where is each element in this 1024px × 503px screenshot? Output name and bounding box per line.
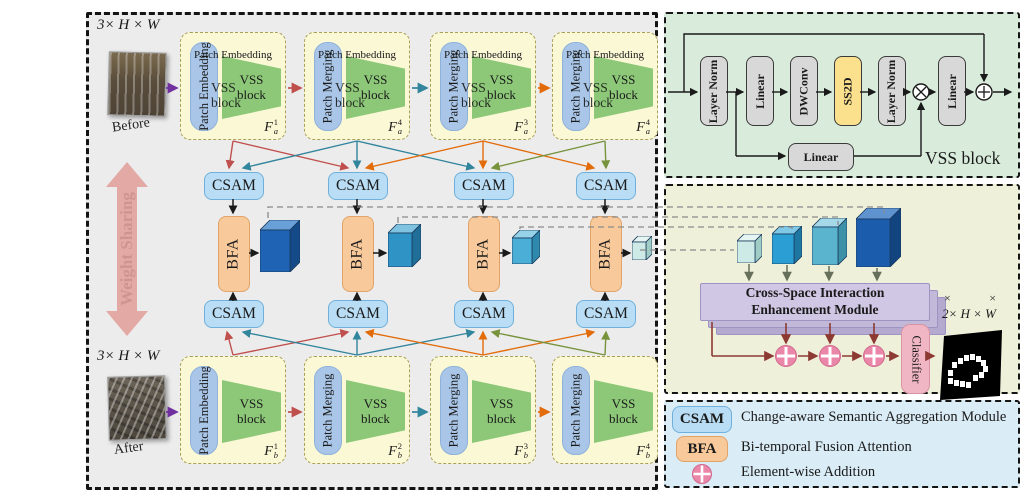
- input-size-label-top: 3× H × W: [97, 17, 160, 33]
- before-image: [107, 51, 167, 117]
- patch-embedding-overlay-label: Patch Embedding: [318, 49, 396, 61]
- fused-feature-slab-3: [511, 229, 541, 269]
- vss-trapezoid: [346, 56, 405, 119]
- legend-csam-label: Change-aware Semantic Aggregation Module: [741, 409, 1007, 425]
- csam-bottom-3: CSAM: [454, 300, 514, 328]
- csam-bottom-4: CSAM: [576, 300, 636, 328]
- legend-csam-chip: CSAM: [672, 406, 732, 433]
- patch-embedding-box: Patch Embedding: [190, 366, 218, 455]
- bfa-1: BFA: [218, 216, 250, 292]
- output-size-label: 2× H × W: [941, 306, 996, 321]
- decoder-input-slab-2: [771, 225, 803, 269]
- vss-panel-title: VSS block: [925, 148, 1001, 168]
- patch-merging-box: Patch Merging: [440, 366, 468, 455]
- patch-embedding-box: Patch Embedding: [190, 42, 218, 131]
- classifier-box: Classifier: [901, 324, 930, 394]
- patch-embedding-overlay-label: Patch Embedding: [194, 49, 272, 61]
- after-image: [107, 375, 167, 441]
- bfa-3: BFA: [468, 216, 500, 292]
- legend-bfa-label: Bi-temporal Fusion Attention: [741, 439, 912, 455]
- decoder-input-slab-1: [736, 233, 763, 268]
- linear-box-1: Linear: [746, 56, 774, 126]
- output-size-overlay: ××: [944, 291, 996, 305]
- weight-sharing-label: Weight Sharing: [117, 192, 136, 306]
- csiem-module: Cross-Space Interaction Enhancement Modu…: [700, 283, 930, 321]
- input-size-label-bottom: 3× H × W: [97, 348, 160, 364]
- decoder-input-slab-4: [855, 207, 902, 272]
- fused-feature-slab-1: [259, 219, 301, 277]
- bfa-2: BFA: [342, 216, 374, 292]
- ss2d-box: SS2D: [834, 56, 862, 126]
- csam-top-1: CSAM: [204, 172, 264, 200]
- patch-merging-box: Patch Merging: [562, 366, 590, 455]
- csam-top-4: CSAM: [576, 172, 636, 200]
- patch-embedding-overlay-label: Patch Embedding: [444, 49, 522, 61]
- change-map-image: [940, 330, 1002, 400]
- legend-bfa-chip: BFA: [676, 436, 728, 462]
- patch-embedding-overlay-label: Patch Embedding: [566, 49, 644, 61]
- vss-trapezoid: [346, 380, 405, 443]
- layer-norm-box-1: Layer Norm: [700, 56, 728, 126]
- csam-top-2: CSAM: [328, 172, 388, 200]
- fused-feature-slab-4: [631, 235, 653, 265]
- vss-trapezoid: [222, 56, 281, 119]
- legend-addition-label: Element-wise Addition: [741, 464, 876, 480]
- patch-merging-box: Patch Merging: [562, 42, 590, 131]
- legend-addition-icon: [692, 464, 712, 484]
- layer-norm-box-2: Layer Norm: [878, 56, 906, 126]
- linear-branch-box: Linear: [788, 143, 854, 171]
- vss-trapezoid: [222, 380, 281, 443]
- decoder-input-slab-3: [811, 217, 848, 270]
- csam-top-3: CSAM: [454, 172, 514, 200]
- csam-bottom-1: CSAM: [204, 300, 264, 328]
- patch-merging-box: Patch Merging: [440, 42, 468, 131]
- linear-box-2: Linear: [938, 56, 966, 126]
- csam-bottom-2: CSAM: [328, 300, 388, 328]
- patch-merging-box: Patch Merging: [314, 42, 342, 131]
- bfa-4: BFA: [590, 216, 622, 292]
- fused-feature-slab-2: [387, 223, 422, 272]
- patch-merging-box: Patch Merging: [314, 366, 342, 455]
- dwconv-box: DWConv: [790, 56, 818, 126]
